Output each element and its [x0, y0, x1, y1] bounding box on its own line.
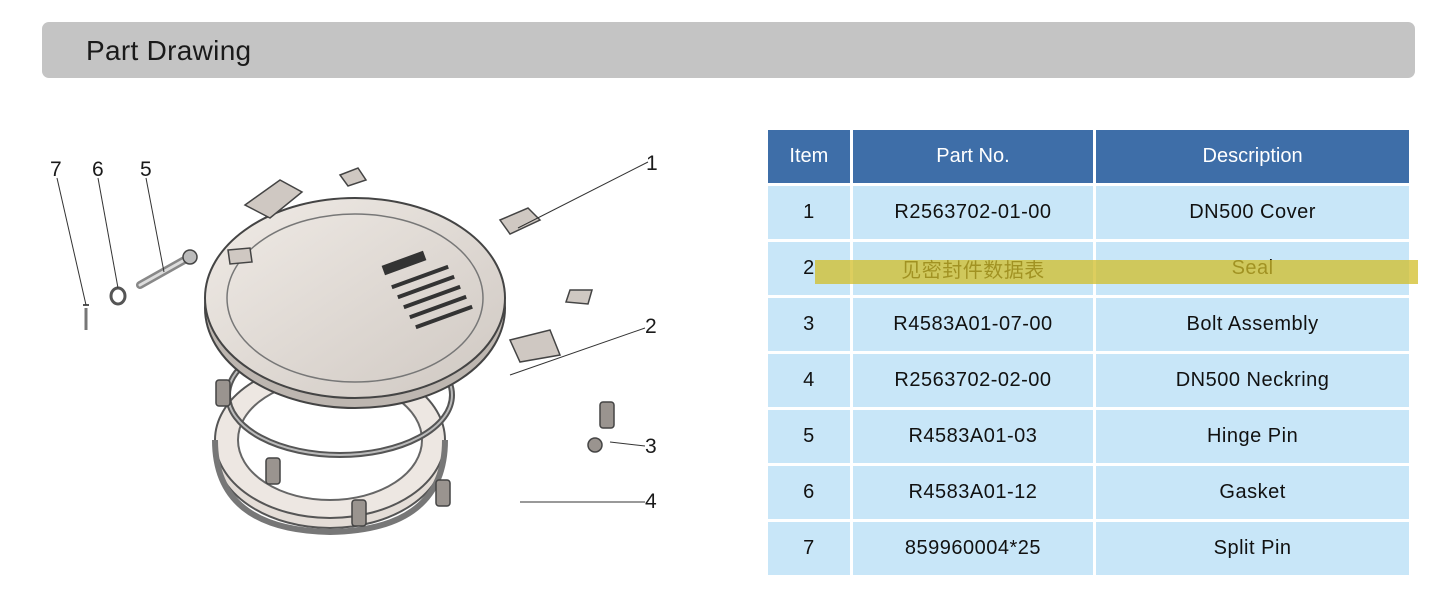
table-header-row: Item Part No. Description — [768, 130, 1409, 183]
cell-part-no: R4583A01-03 — [852, 410, 1094, 463]
cell-description: Split Pin — [1096, 522, 1409, 575]
manway-exploded-view: 7 6 5 1 2 3 4 — [50, 152, 658, 536]
cell-description: DN500 Neckring — [1096, 354, 1409, 407]
hinge-pin-part — [136, 249, 198, 289]
callout-3: 3 — [645, 435, 657, 458]
cell-part-no: R4583A01-12 — [852, 466, 1094, 519]
cell-description: Gasket — [1096, 466, 1409, 519]
cell-description: Bolt Assembly — [1096, 298, 1409, 351]
table-row: 4 R2563702-02-00 DN500 Neckring — [768, 354, 1409, 407]
cell-part-no: R2563702-01-00 — [852, 186, 1094, 239]
cell-item: 4 — [768, 354, 850, 407]
gasket-part — [109, 286, 127, 306]
column-header-description: Description — [1096, 130, 1409, 183]
column-header-item: Item — [768, 130, 850, 183]
table-row: 3 R4583A01-07-00 Bolt Assembly — [768, 298, 1409, 351]
callout-4: 4 — [645, 490, 657, 513]
cell-part-no: R4583A01-07-00 — [852, 298, 1094, 351]
cell-item: 3 — [768, 298, 850, 351]
section-header-bar: Part Drawing — [42, 22, 1415, 78]
cell-description: Seal — [1096, 242, 1409, 295]
parts-list-table: Item Part No. Description 1 R2563702-01-… — [765, 127, 1412, 578]
bolt-assemblies — [215, 379, 615, 527]
callout-leaders — [56, 161, 649, 503]
cell-item: 7 — [768, 522, 850, 575]
cover-part — [204, 167, 593, 409]
callout-1: 1 — [646, 152, 658, 175]
cell-part-no: 859960004*25 — [852, 522, 1094, 575]
column-header-part-no: Part No. — [852, 130, 1094, 183]
table-row: 2 见密封件数据表 Seal — [768, 242, 1409, 295]
exploded-part-drawing: 7 6 5 1 2 3 4 — [40, 140, 680, 580]
callout-2: 2 — [645, 315, 657, 338]
table-row: 5 R4583A01-03 Hinge Pin — [768, 410, 1409, 463]
table-row: 7 859960004*25 Split Pin — [768, 522, 1409, 575]
cell-item: 2 — [768, 242, 850, 295]
cell-item: 1 — [768, 186, 850, 239]
table-row: 6 R4583A01-12 Gasket — [768, 466, 1409, 519]
callout-5: 5 — [140, 158, 152, 181]
callout-7: 7 — [50, 158, 62, 181]
callout-6: 6 — [92, 158, 104, 181]
table-row: 1 R2563702-01-00 DN500 Cover — [768, 186, 1409, 239]
cell-part-no: 见密封件数据表 — [852, 242, 1094, 295]
cell-item: 5 — [768, 410, 850, 463]
cell-item: 6 — [768, 466, 850, 519]
split-pin-part — [83, 304, 89, 330]
cell-description: Hinge Pin — [1096, 410, 1409, 463]
section-title: Part Drawing — [86, 35, 252, 66]
cell-description: DN500 Cover — [1096, 186, 1409, 239]
cell-part-no: R2563702-02-00 — [852, 354, 1094, 407]
